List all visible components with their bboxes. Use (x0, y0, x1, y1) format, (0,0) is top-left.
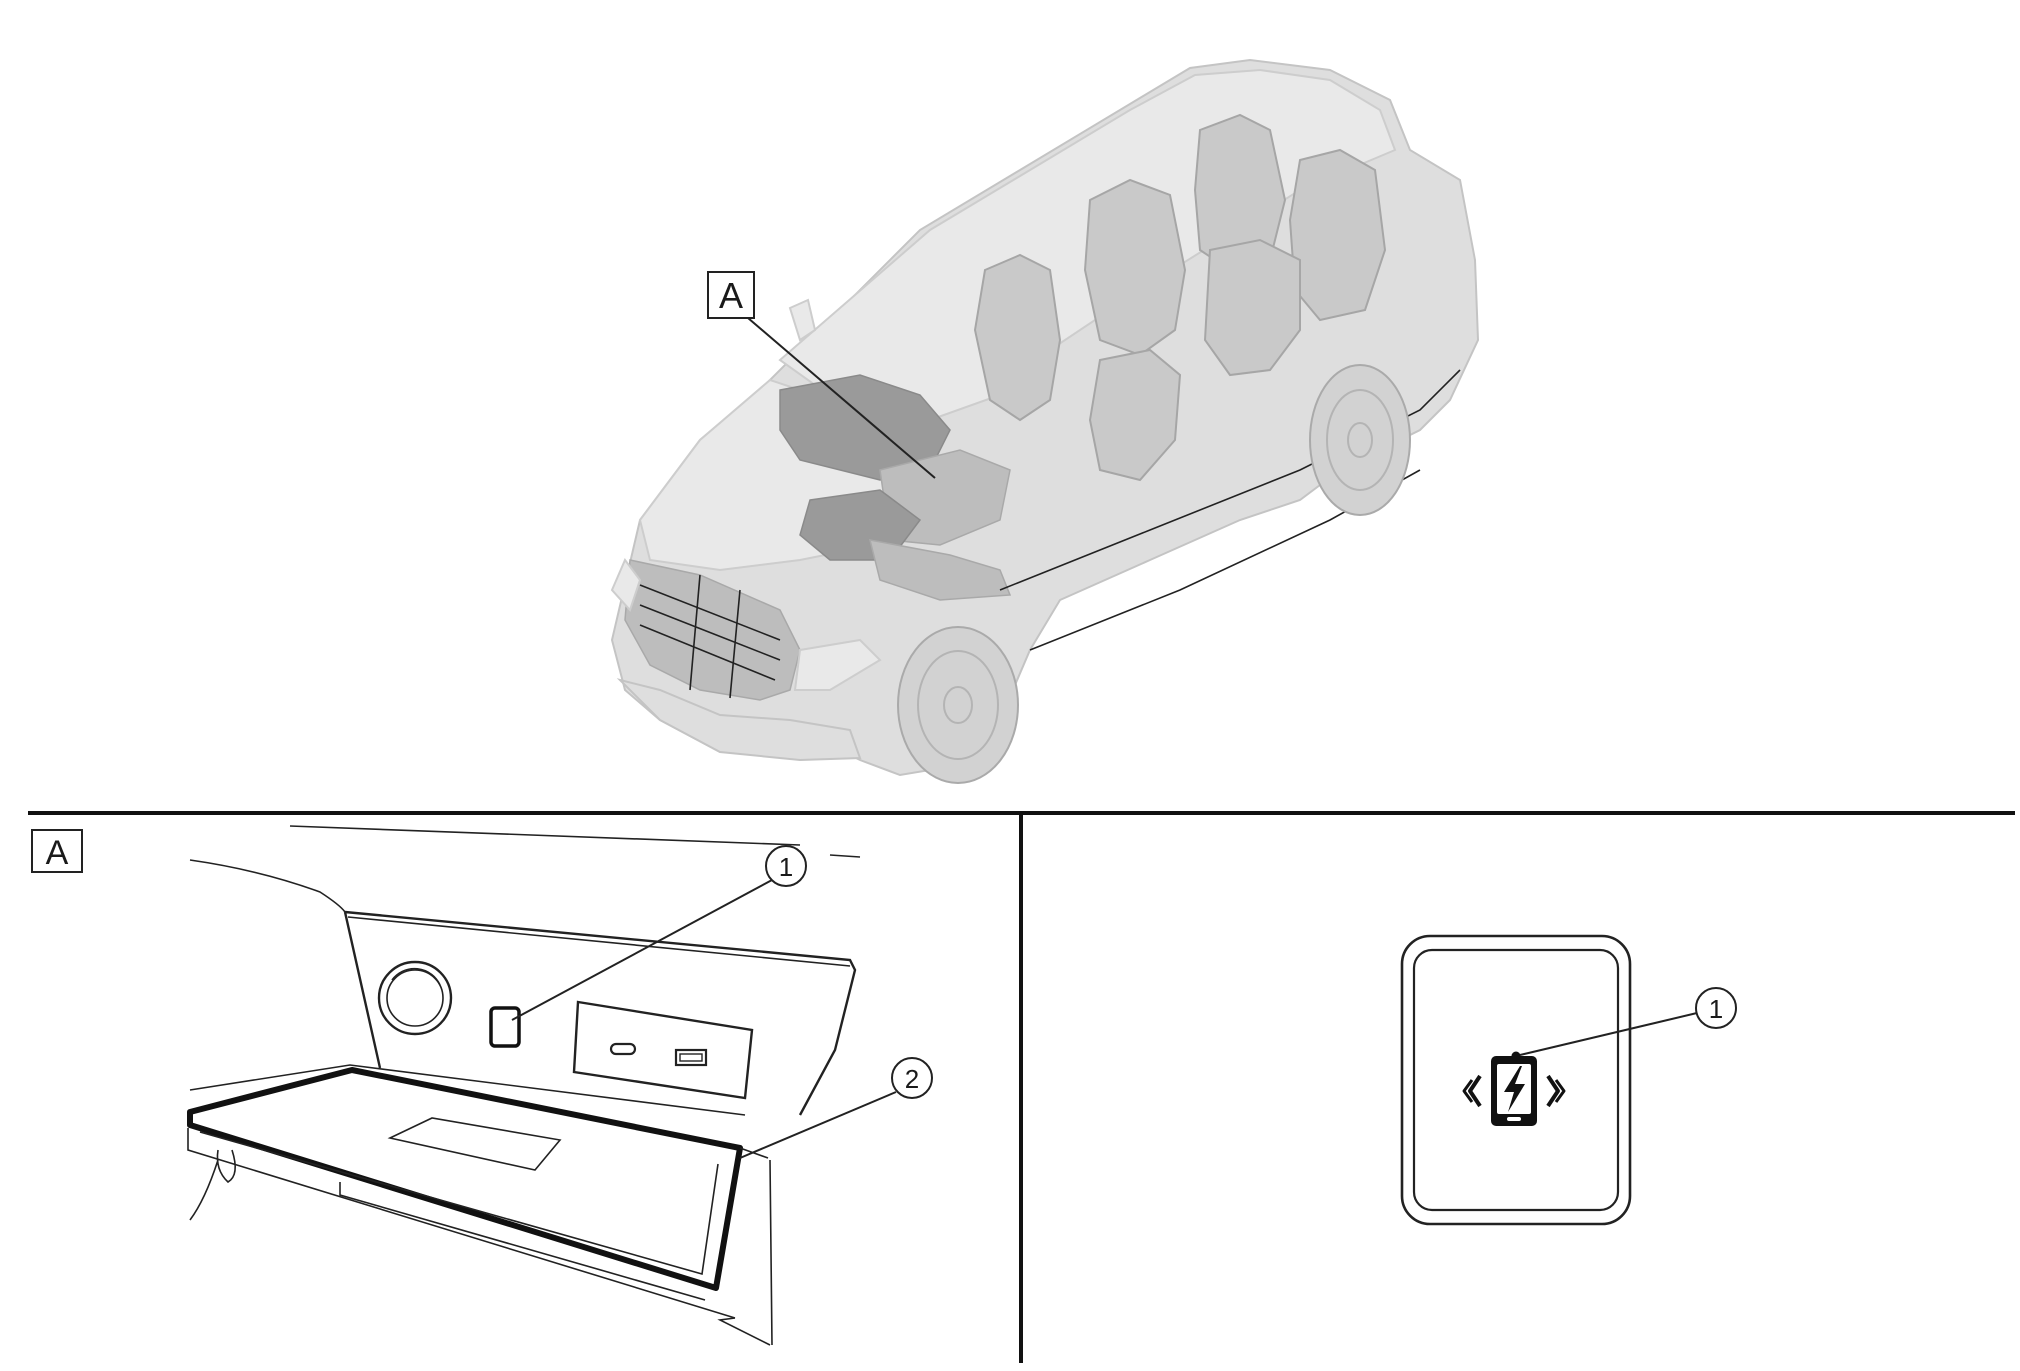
front-floor (868, 539, 1012, 601)
wireless-charging-pad-outline (187, 1067, 743, 1291)
overview-callout-label: A (719, 275, 743, 316)
callout-1-label: 1 (779, 852, 793, 882)
callout-1-leader (511, 879, 773, 1021)
usb-a-port-inner (679, 1053, 703, 1062)
third-row-seat (1288, 148, 1387, 322)
pad-center-mark (387, 1117, 562, 1171)
front-bumper (616, 678, 862, 762)
console-left-curl (189, 1149, 236, 1221)
overview-callout-box (707, 271, 755, 319)
console-lower-left (187, 1128, 736, 1319)
side-body-line (999, 369, 1461, 591)
rotary-knob-inner (386, 969, 444, 1027)
dash-top-line-short (829, 854, 861, 858)
front-rim (917, 650, 999, 760)
switch-callout-1-circle (1695, 987, 1737, 1029)
console-lower-front (339, 1182, 706, 1301)
middle-seat (1088, 348, 1182, 482)
callout-2-leader (739, 1091, 897, 1159)
vehicle-overview: A (610, 58, 1480, 784)
front-hub (943, 686, 973, 724)
knob-highlight (391, 967, 441, 986)
front-wheel (897, 626, 1019, 784)
console-tray-back (189, 1064, 746, 1116)
rear-wheel (1309, 364, 1411, 516)
console-face (343, 910, 857, 1116)
console-face-top-edge (347, 916, 851, 967)
switch-detail-panel: 1 (1400, 934, 1737, 1226)
usb-c-port (609, 1042, 637, 1056)
switch-callout-1-label: 1 (1709, 994, 1723, 1024)
rear-rim (1326, 389, 1394, 491)
wireless-charging-phone-icon (1462, 1056, 1566, 1126)
callout-2-circle (891, 1057, 933, 1099)
detail-a-tag-label: A (46, 834, 69, 872)
side-mirror (788, 298, 817, 342)
rear-seat-right (1203, 238, 1301, 377)
headlight (793, 638, 882, 691)
console-right-side (717, 1159, 773, 1346)
detail-a-tag-box (31, 829, 83, 873)
detail-a-panel: A 1 2 (31, 825, 933, 1346)
rear-hub (1347, 422, 1373, 458)
callout-1-circle (765, 845, 807, 887)
overview-leader-line (747, 317, 936, 479)
passenger-seat (1083, 178, 1187, 357)
dash-left-curve (189, 859, 346, 913)
grille-lines (639, 574, 781, 699)
callout-2-label: 2 (905, 1064, 919, 1094)
driver-seat (973, 253, 1062, 422)
rotary-knob (377, 960, 453, 1036)
wireless-charger-switch (489, 1006, 521, 1048)
indicator-light-dot (1511, 1051, 1521, 1061)
pad-inner-rim (199, 1131, 719, 1276)
usb-port-panel (572, 1000, 754, 1100)
dash-top-line (289, 825, 801, 846)
headlight-left (610, 558, 642, 612)
switch-callout-1-leader (1519, 1012, 1698, 1056)
